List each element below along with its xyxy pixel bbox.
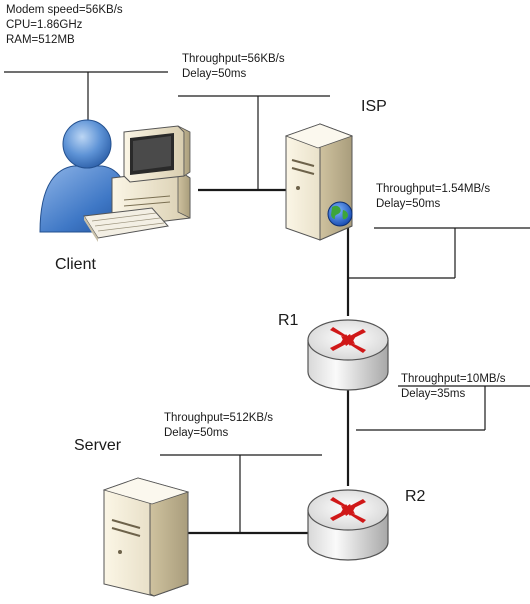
globe-icon bbox=[327, 201, 353, 227]
link-client-isp-annotation: Throughput=56KB/s Delay=50ms bbox=[182, 52, 285, 82]
modem-speed-label: Modem speed=56KB/s bbox=[6, 4, 123, 16]
throughput-label: Throughput=56KB/s bbox=[182, 53, 285, 65]
ram-label: RAM=512MB bbox=[6, 34, 75, 46]
desktop-computer-icon bbox=[83, 125, 191, 242]
cpu-label: CPU=1.86GHz bbox=[6, 19, 83, 31]
link-r2-server-annotation: Throughput=512KB/s Delay=50ms bbox=[164, 411, 273, 441]
client-specs: Modem speed=56KB/s CPU=1.86GHz RAM=512MB bbox=[6, 3, 123, 48]
client-label: Client bbox=[55, 256, 96, 273]
delay-label: Delay=35ms bbox=[401, 388, 466, 400]
delay-label: Delay=50ms bbox=[182, 68, 247, 80]
router-r2-icon bbox=[307, 489, 389, 561]
server-icon bbox=[102, 477, 190, 597]
server-label: Server bbox=[74, 437, 122, 454]
throughput-label: Throughput=10MB/s bbox=[401, 373, 506, 385]
delay-label: Delay=50ms bbox=[164, 427, 229, 439]
throughput-label: Throughput=512KB/s bbox=[164, 412, 274, 424]
r1-label: R1 bbox=[278, 312, 299, 329]
connection-lines bbox=[4, 71, 530, 535]
r2-label: R2 bbox=[405, 488, 426, 505]
isp-label: ISP bbox=[361, 98, 387, 115]
router-r1-icon bbox=[307, 319, 389, 391]
throughput-label: Throughput=1.54MB/s bbox=[376, 183, 491, 195]
link-isp-r1-annotation: Throughput=1.54MB/s Delay=50ms bbox=[376, 182, 490, 212]
link-r1-r2-annotation: Throughput=10MB/s Delay=35ms bbox=[401, 372, 506, 402]
delay-label: Delay=50ms bbox=[376, 198, 441, 210]
